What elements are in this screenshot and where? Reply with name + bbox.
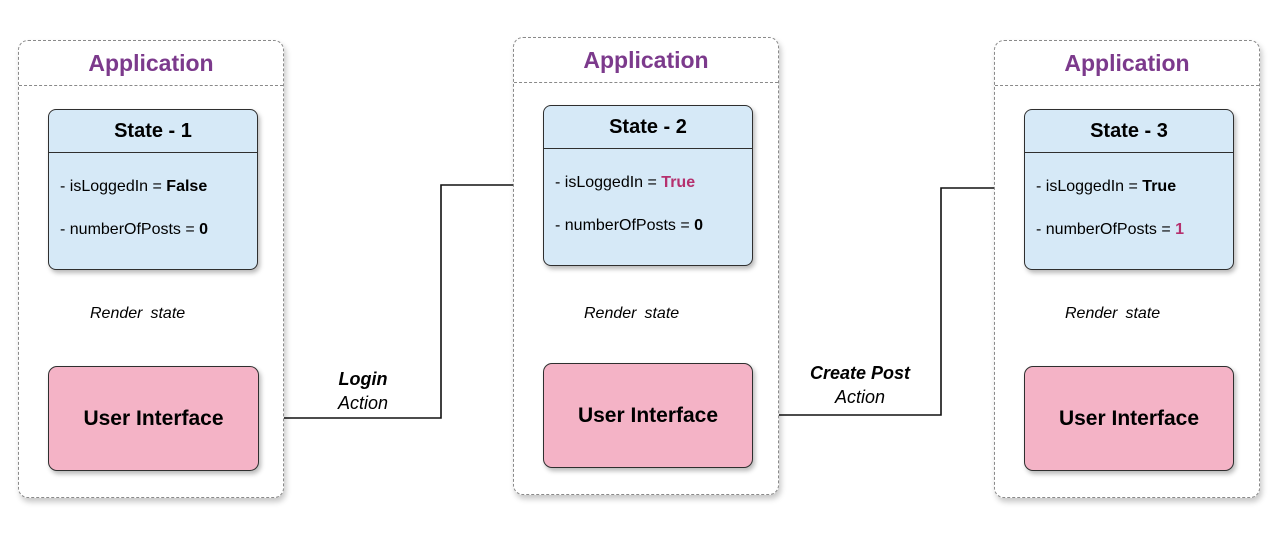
number-of-posts-label: - numberOfPosts = bbox=[555, 217, 695, 234]
number-of-posts-value: 1 bbox=[1175, 221, 1185, 238]
number-of-posts-label: - numberOfPosts = bbox=[60, 221, 200, 238]
state-box-1: State - 1 - isLoggedIn = False - numberO… bbox=[48, 109, 258, 270]
user-interface-box-3: User Interface bbox=[1024, 366, 1234, 471]
render-word: Render bbox=[1065, 305, 1118, 322]
action-name: Create Post bbox=[809, 363, 911, 383]
state-title: State - 2 bbox=[544, 106, 752, 149]
state-title: State - 1 bbox=[49, 110, 257, 153]
is-logged-in-value: True bbox=[661, 174, 696, 191]
render-state-label-3: Render state bbox=[1064, 305, 1162, 323]
application-title: Application bbox=[19, 41, 283, 86]
create-post-action-arrow bbox=[753, 183, 1024, 416]
number-of-posts-value: 0 bbox=[199, 221, 209, 238]
number-of-posts-value: 0 bbox=[694, 217, 704, 234]
is-logged-in-value: True bbox=[1142, 178, 1177, 195]
is-logged-in-label: - isLoggedIn = bbox=[555, 174, 662, 191]
number-of-posts-label: - numberOfPosts = bbox=[1036, 221, 1176, 238]
is-logged-in-row: - isLoggedIn = True bbox=[555, 174, 695, 192]
action-word: Action bbox=[337, 393, 389, 413]
render-word: Render bbox=[90, 305, 143, 322]
is-logged-in-value: False bbox=[166, 178, 208, 195]
is-logged-in-label: - isLoggedIn = bbox=[1036, 178, 1143, 195]
state-box-3: State - 3 - isLoggedIn = True - numberOf… bbox=[1024, 109, 1234, 270]
is-logged-in-row: - isLoggedIn = True bbox=[1036, 178, 1176, 196]
number-of-posts-row: - numberOfPosts = 1 bbox=[1036, 221, 1184, 239]
state-word: state bbox=[1125, 305, 1161, 322]
render-word: Render bbox=[584, 305, 637, 322]
create-post-action-label: Create Post Action bbox=[790, 361, 930, 409]
is-logged-in-label: - isLoggedIn = bbox=[60, 178, 167, 195]
number-of-posts-row: - numberOfPosts = 0 bbox=[60, 221, 208, 239]
state-title: State - 3 bbox=[1025, 110, 1233, 153]
action-name: Login bbox=[338, 369, 388, 389]
is-logged-in-row: - isLoggedIn = False bbox=[60, 178, 207, 196]
user-interface-box-2: User Interface bbox=[543, 363, 753, 468]
application-title: Application bbox=[995, 41, 1259, 86]
application-title: Application bbox=[514, 38, 778, 83]
action-word: Action bbox=[834, 387, 886, 407]
user-interface-box-1: User Interface bbox=[48, 366, 259, 471]
login-action-label: Login Action bbox=[313, 367, 413, 415]
number-of-posts-row: - numberOfPosts = 0 bbox=[555, 217, 703, 235]
state-word: state bbox=[644, 305, 680, 322]
login-action-arrow bbox=[259, 180, 543, 419]
render-state-label-1: Render state bbox=[89, 305, 187, 323]
render-state-label-2: Render state bbox=[583, 305, 681, 323]
state-box-2: State - 2 - isLoggedIn = True - numberOf… bbox=[543, 105, 753, 266]
state-word: state bbox=[150, 305, 186, 322]
